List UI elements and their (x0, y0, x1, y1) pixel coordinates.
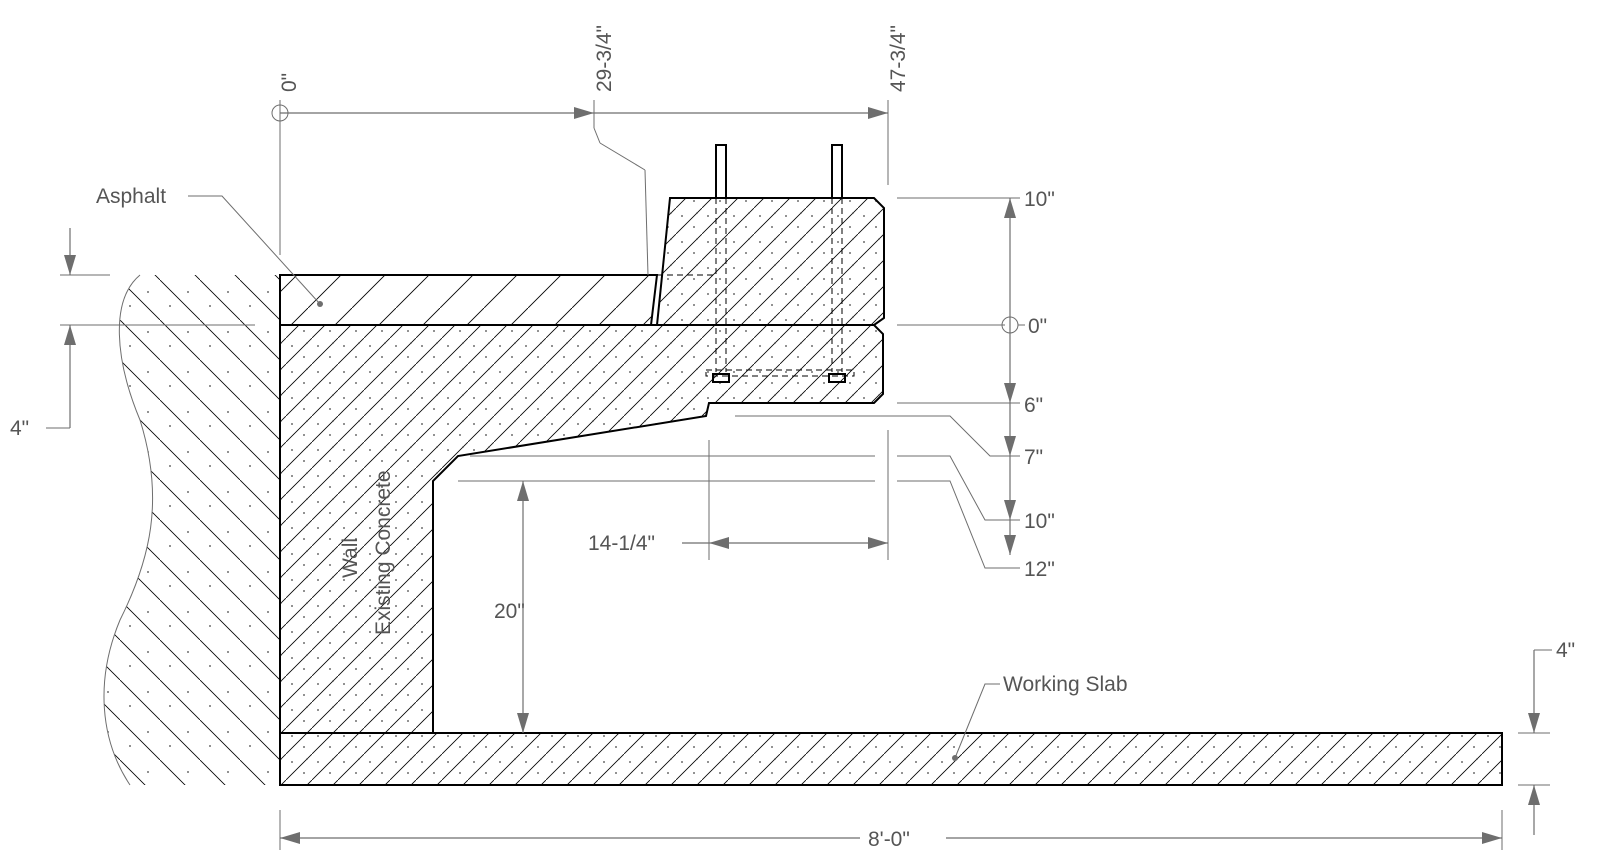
soil-region (103, 275, 281, 785)
arrow-10b-down (1004, 500, 1016, 520)
dim-slab-4: 4" (1556, 639, 1575, 662)
dim-47-34: 47-3/4" (887, 25, 910, 92)
arrow-asph-down (64, 255, 76, 275)
dim-elev-10b: 10" (1024, 510, 1055, 533)
working-slab (279, 732, 1503, 786)
soil-wavy-edge (103, 274, 154, 786)
dowel-left-top (715, 144, 727, 199)
working-slab-label: Working Slab (1003, 673, 1128, 696)
arrow-slab-up (1528, 785, 1540, 805)
asphalt-label: Asphalt (96, 185, 166, 208)
dim-elev-6: 6" (1024, 394, 1043, 417)
existing-concrete-wall (279, 324, 884, 734)
arrow-10-up (1004, 198, 1016, 218)
anchor-plate-hidden (705, 369, 855, 377)
wall-label: Wall (339, 538, 362, 578)
arrow-ledge-left (709, 537, 729, 549)
arrow-ledge-right (868, 537, 888, 549)
arrow-asph-up (64, 325, 76, 345)
working-slab-leader-dot (952, 755, 958, 761)
arrow-12-down (1004, 535, 1016, 555)
dim-29-34: 29-3/4" (593, 25, 616, 92)
arrow-overall-left (280, 832, 300, 844)
dim-asphalt-4: 4" (10, 417, 29, 440)
dim-ledge-14-14: 14-1/4" (588, 532, 655, 555)
dim-elev-7: 7" (1024, 446, 1043, 469)
working-slab-leader (954, 683, 1000, 759)
leader-29 (593, 127, 601, 144)
arrow-29-left (574, 107, 594, 119)
precast-curb-block (655, 197, 885, 326)
arrow-slab-down (1528, 713, 1540, 733)
leader-29-b (599, 142, 646, 171)
leader-10b-r (897, 455, 1020, 521)
arrow-gap-down (517, 713, 529, 733)
nut-right (828, 373, 846, 383)
dim-zero-top: 0" (278, 73, 301, 92)
nut-left (712, 373, 730, 383)
leader-29-c (644, 169, 649, 276)
dim-elev-10: 10" (1024, 188, 1055, 211)
dim-elev-0: 0" (1028, 315, 1047, 338)
leader-12-r (897, 480, 1020, 569)
arrow-6-down (1004, 383, 1016, 403)
dim-overall-8-0: 8'-0" (868, 828, 910, 851)
dim-elev-12: 12" (1024, 558, 1055, 581)
existing-concrete-label: Existing Concrete (372, 470, 395, 635)
dowel-right-top (831, 144, 843, 199)
dim-gap-20: 20" (494, 600, 525, 623)
arrow-7-down (1004, 436, 1016, 456)
leader-7 (735, 415, 1020, 457)
arrow-47-right (868, 107, 888, 119)
asphalt-leader-dot (317, 301, 323, 307)
arrow-gap-up (517, 481, 529, 501)
arrow-overall-right (1482, 832, 1502, 844)
asphalt-leader (188, 195, 321, 305)
asphalt-layer (279, 274, 659, 326)
